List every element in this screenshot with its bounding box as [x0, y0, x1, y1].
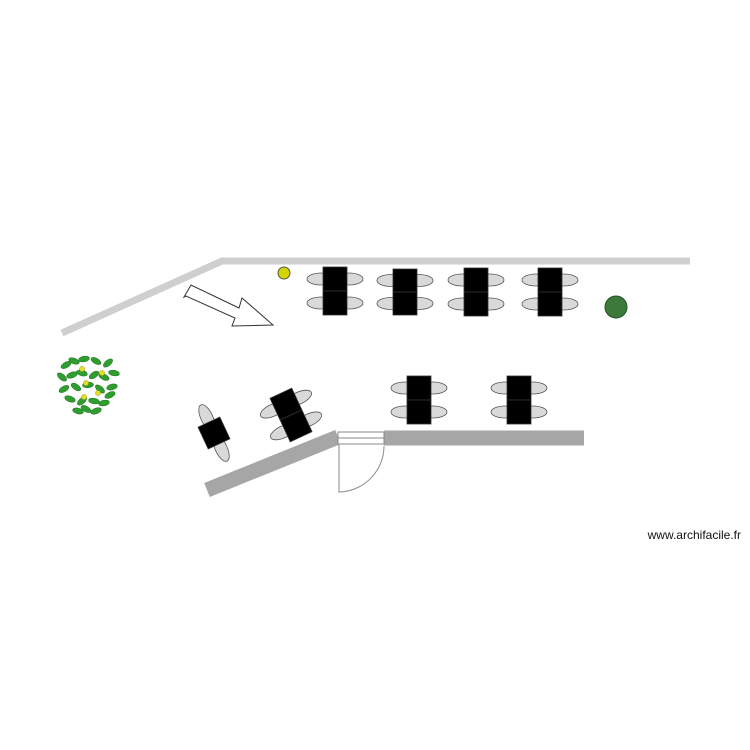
direction-arrow-icon — [182, 284, 275, 327]
wall-upper — [60, 257, 690, 337]
table-icon — [392, 268, 418, 293]
door-swing-icon — [338, 444, 385, 493]
table-icon — [406, 399, 432, 425]
table-icon — [322, 290, 348, 316]
table-icon — [406, 375, 432, 401]
watermark-text: www.archifacile.fr — [647, 528, 741, 542]
table-set — [490, 375, 548, 425]
table-icon — [506, 375, 532, 401]
table-set — [259, 387, 323, 443]
table-set — [376, 268, 434, 316]
wall-lower-slanted — [204, 430, 341, 497]
table-set — [306, 266, 364, 316]
table-icon — [463, 291, 489, 317]
table-icon — [279, 409, 313, 443]
table-icon — [506, 399, 532, 425]
table-icon — [537, 291, 563, 317]
door — [337, 431, 385, 493]
table-icon — [392, 291, 418, 316]
table-icon — [197, 416, 231, 450]
table-icon — [463, 267, 489, 293]
table-set — [447, 267, 505, 317]
plant-icon — [57, 355, 120, 415]
furniture — [197, 266, 579, 462]
green-marker-icon — [604, 295, 628, 319]
walls — [60, 257, 690, 497]
table-set — [390, 375, 448, 425]
table-icon — [537, 267, 563, 293]
table-set — [521, 267, 579, 317]
table-icon — [322, 266, 348, 292]
table-set — [197, 404, 231, 462]
yellow-marker-icon — [277, 266, 291, 280]
